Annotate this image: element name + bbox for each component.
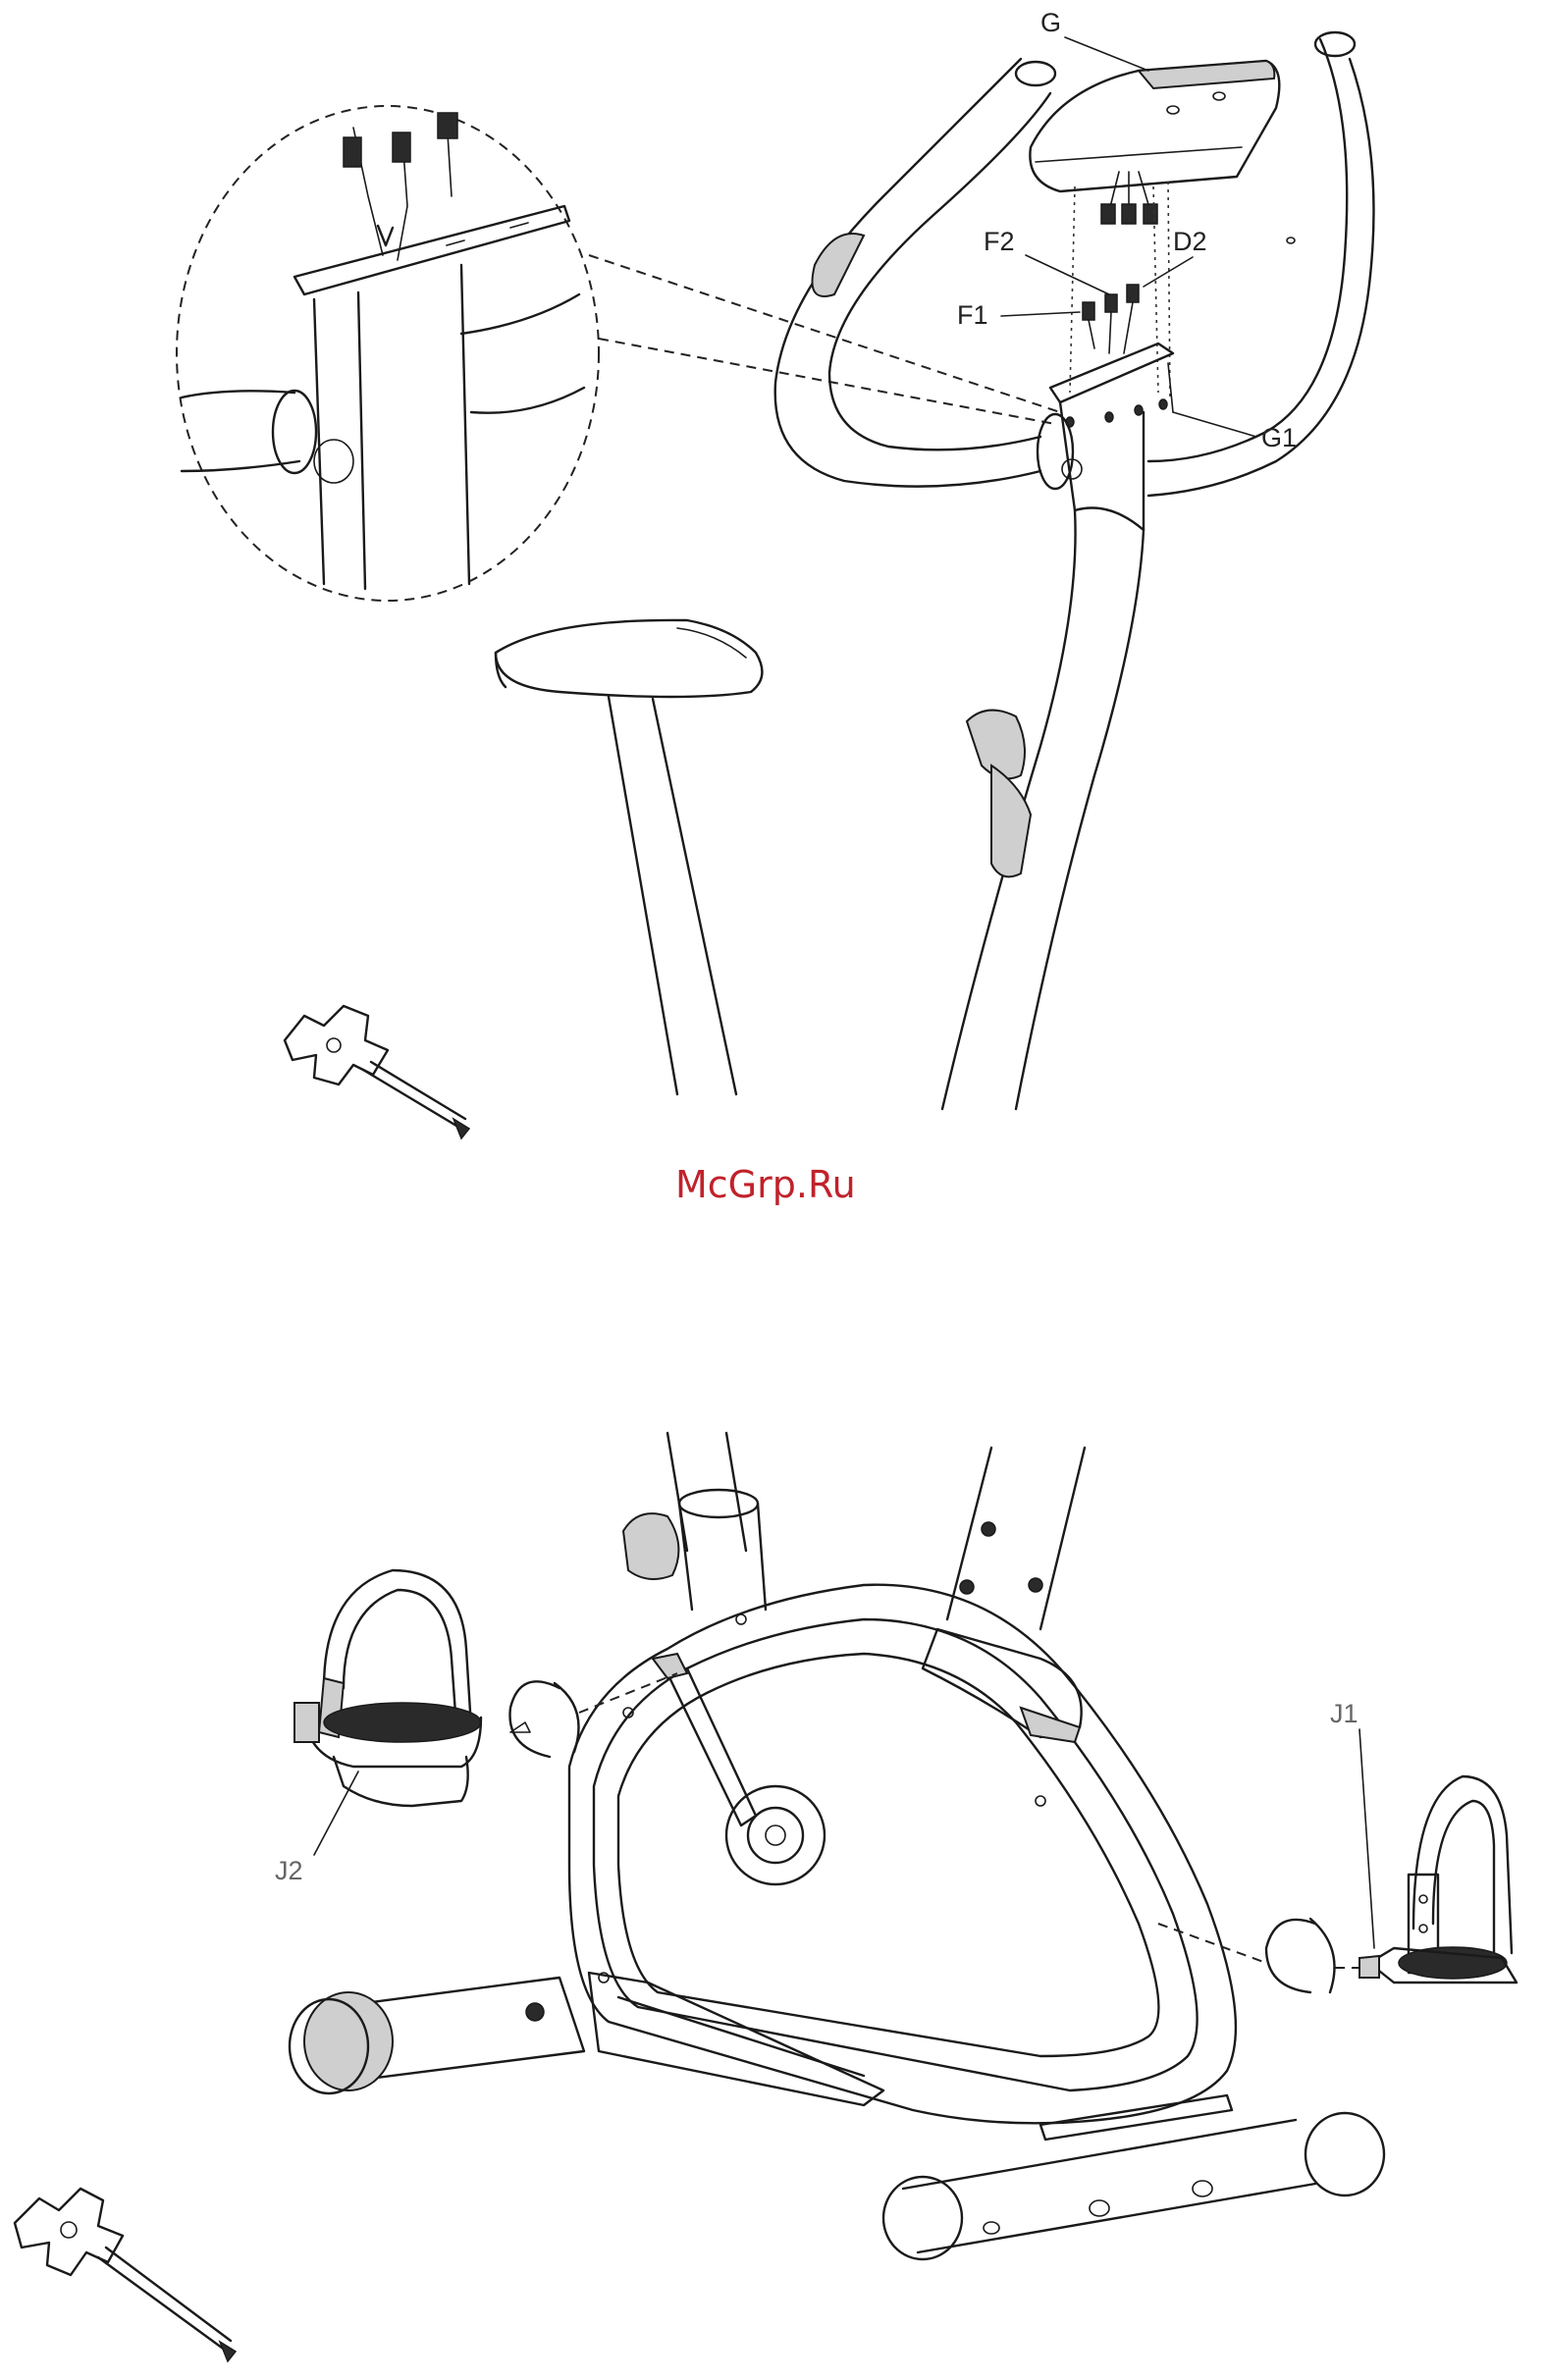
label-g: G — [1040, 8, 1061, 37]
detail-circle — [177, 106, 1060, 601]
label-j2: J2 — [275, 1856, 303, 1885]
stabilizer-base — [290, 1973, 1384, 2259]
label-f2: F2 — [984, 227, 1015, 256]
watermark: McGrp.Ru — [675, 1163, 856, 1206]
star-wrench-icon — [285, 1006, 469, 1138]
frame-posts — [623, 1433, 1085, 1629]
console-g — [1030, 61, 1279, 397]
mount-bracket-g1 — [942, 344, 1173, 1109]
star-wrench-icon — [15, 2189, 236, 2361]
flywheel-housing — [569, 1585, 1236, 2124]
top-figure: G F2 D2 F1 G1 — [177, 8, 1374, 1138]
bottom-figure: J1 J2 — [15, 1433, 1517, 2361]
label-d2: D2 — [1173, 227, 1207, 256]
pedal-j1 — [1359, 1776, 1517, 1983]
pedal-j2 — [294, 1570, 481, 1806]
label-f1: F1 — [957, 300, 988, 330]
label-j1: J1 — [1330, 1699, 1359, 1728]
connectors-f1-f2-d2 — [1083, 285, 1139, 353]
washers — [510, 1673, 1370, 1992]
label-g1: G1 — [1261, 423, 1297, 452]
seat — [496, 620, 762, 1094]
